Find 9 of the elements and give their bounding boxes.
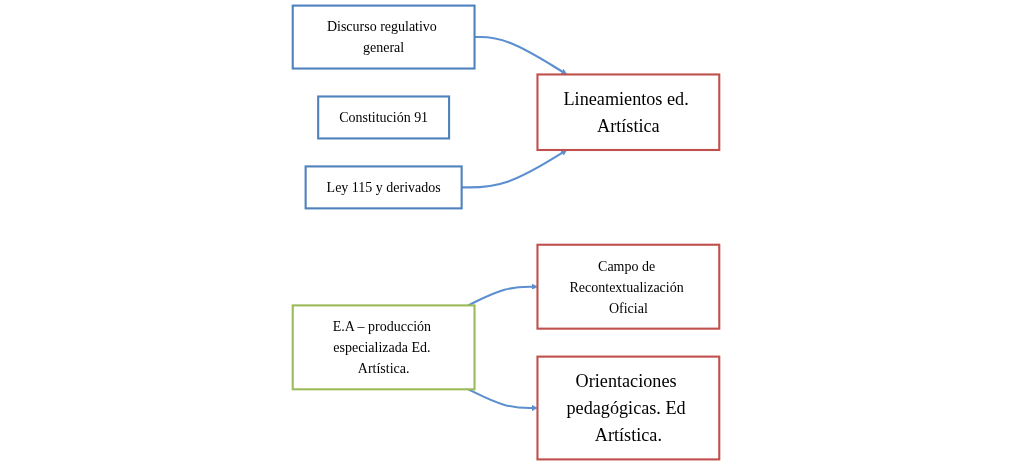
node-box: Discurso regulativo general xyxy=(291,4,476,70)
arrow xyxy=(474,36,567,75)
node-box: E.A – producción especializada Ed. Artística. xyxy=(291,304,476,391)
node-box: Ley 115 y derivados xyxy=(304,165,463,210)
node-box: Lineamientos ed. Artística xyxy=(535,73,720,152)
node-box: Campo de Recontextualización Oficial xyxy=(535,243,720,330)
node-box: Orientaciones pedagógicas. Ed Artística. xyxy=(535,355,720,461)
arrow xyxy=(461,149,567,189)
node-box: Constitución 91 xyxy=(316,95,450,140)
